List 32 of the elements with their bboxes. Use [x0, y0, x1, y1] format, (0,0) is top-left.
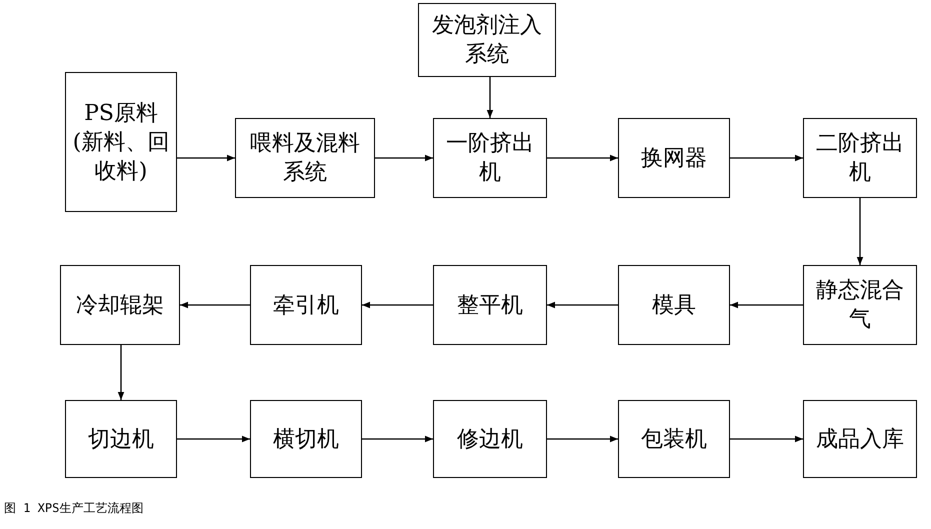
arrow	[362, 302, 433, 308]
arrow	[730, 302, 803, 308]
arrow	[177, 436, 250, 442]
arrow	[730, 436, 803, 442]
arrow	[547, 436, 618, 442]
arrow	[547, 154, 618, 162]
process-box: 成品入库	[803, 400, 917, 478]
process-box: 修边机	[433, 400, 547, 478]
arrow	[547, 302, 618, 308]
process-box: 一阶挤出机	[433, 118, 547, 198]
process-box: 喂料及混料系统	[235, 118, 375, 198]
arrow	[118, 345, 124, 400]
arrow	[362, 436, 433, 442]
arrow	[375, 154, 433, 162]
arrow	[486, 77, 494, 118]
process-box: 整平机	[433, 265, 547, 345]
process-box: 牵引机	[250, 265, 362, 345]
process-box: 发泡剂注入系统	[418, 3, 556, 77]
process-box: 横切机	[250, 400, 362, 478]
arrow	[730, 154, 803, 162]
arrow	[177, 154, 235, 162]
arrow	[180, 302, 250, 308]
process-box: 包装机	[618, 400, 730, 478]
arrow	[856, 198, 864, 265]
process-box: 切边机	[65, 400, 177, 478]
process-box: 冷却辊架	[60, 265, 180, 345]
process-box: PS原料(新料、回收料)	[65, 72, 177, 212]
process-box: 二阶挤出机	[803, 118, 917, 198]
process-box: 模具	[618, 265, 730, 345]
process-box: 静态混合气	[803, 265, 917, 345]
process-box: 换网器	[618, 118, 730, 198]
figure-caption: 图 1 XPS生产工艺流程图	[4, 500, 144, 517]
